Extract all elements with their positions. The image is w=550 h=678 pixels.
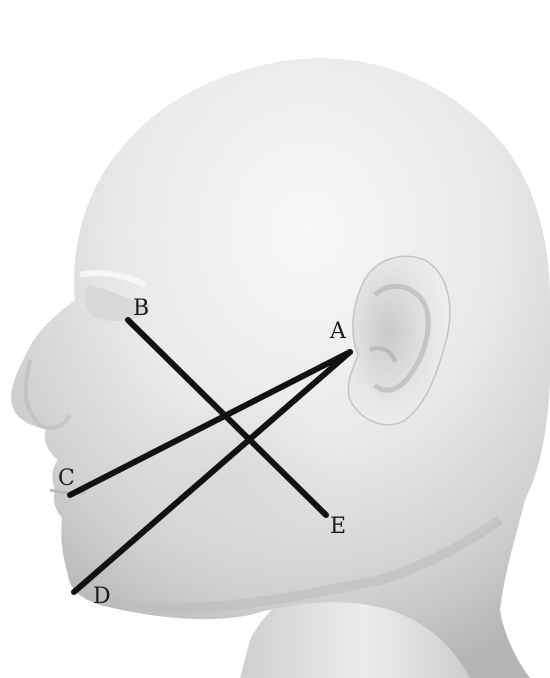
label-d: D [93, 584, 111, 609]
label-e: E [330, 514, 346, 539]
label-c: C [58, 466, 75, 491]
label-b: B [133, 296, 149, 321]
head-silhouette [11, 58, 550, 678]
label-a: A [329, 319, 347, 344]
